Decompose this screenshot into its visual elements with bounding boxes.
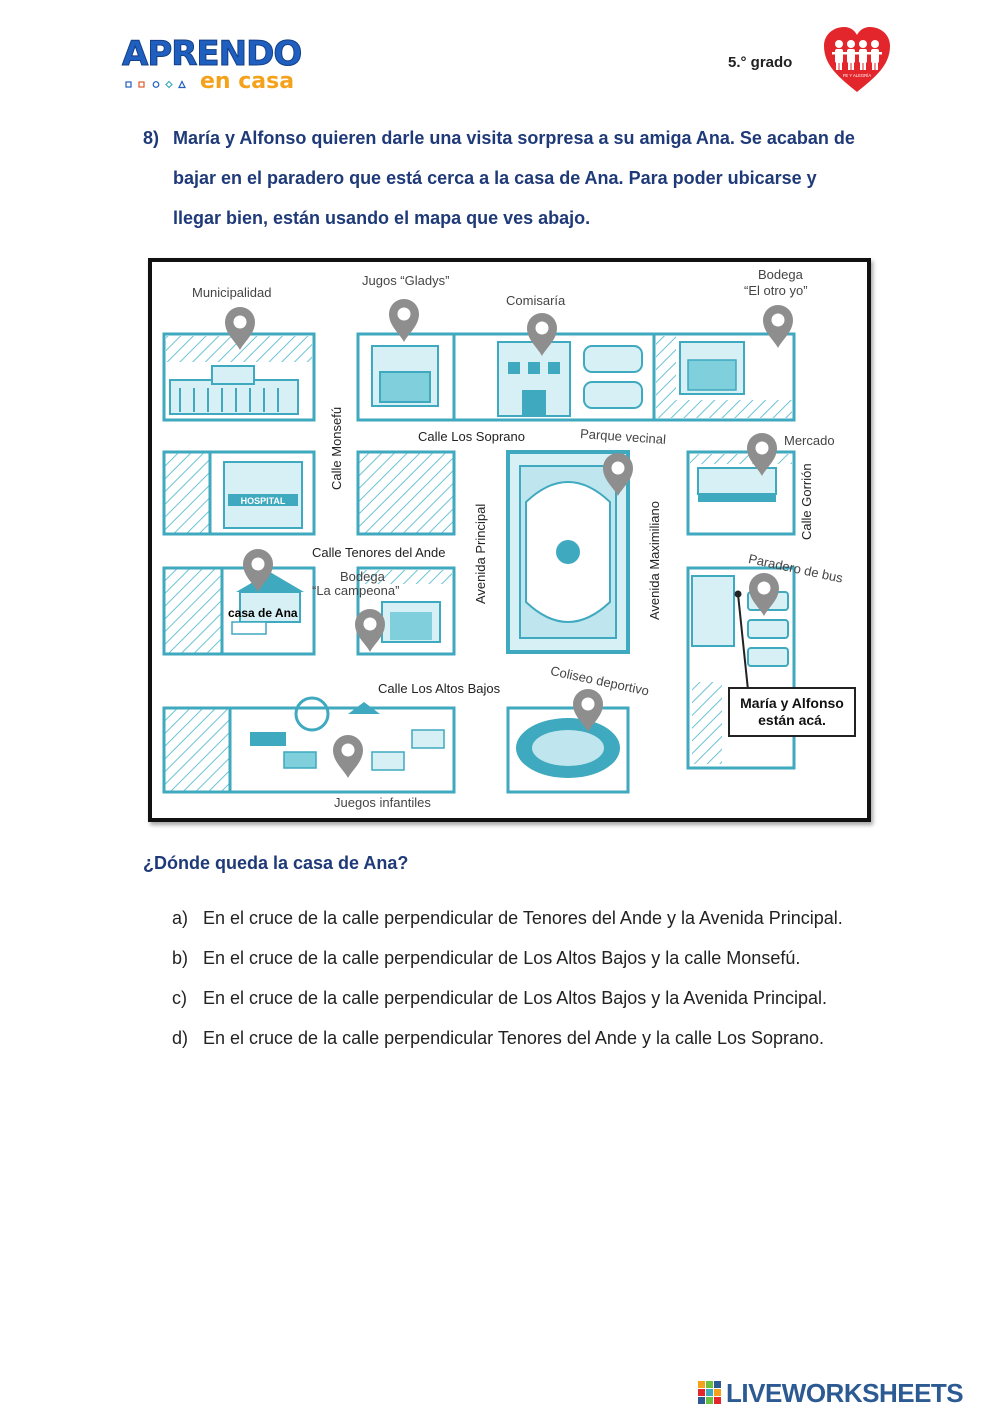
label-juegos: Juegos infantiles [334, 795, 431, 810]
block-mercado [686, 450, 796, 536]
option-b[interactable]: b) En el cruce de la calle perpendicular… [172, 938, 872, 978]
fe-y-alegria-heart-logo: FE Y ALEGRÍA [824, 27, 890, 92]
label-comisaria: Comisaría [506, 293, 566, 308]
option-text: En el cruce de la calle perpendicular de… [203, 948, 801, 968]
maria-alfonso-callout: María y Alfonso están acá. [728, 687, 856, 737]
liveworksheets-grid-icon [698, 1381, 721, 1404]
liveworksheets-text: LIVEWORKSHEETS [726, 1378, 964, 1408]
block-casa-ana [162, 566, 316, 656]
label-bodega-campeona-2: “La campeona” [312, 583, 400, 598]
block-paradero [686, 566, 796, 770]
street-altos: Calle Los Altos Bajos [378, 681, 501, 696]
liveworksheets-logo: LIVEWORKSHEETS [698, 1378, 998, 1408]
logo-shapes-icon [125, 80, 186, 89]
block-empty-1 [356, 450, 456, 536]
option-letter: d) [172, 1028, 189, 1048]
block-parque [506, 450, 630, 654]
label-mercado: Mercado [784, 433, 835, 448]
option-a[interactable]: a) En el cruce de la calle perpendicular… [172, 898, 872, 938]
option-text: En el cruce de la calle perpendicular de… [203, 908, 843, 928]
label-jugos: Jugos “Gladys” [362, 273, 450, 288]
label-bodega-campeona-1: Bodega [340, 569, 385, 584]
label-casa-ana: casa de Ana [228, 606, 298, 620]
option-letter: b) [172, 948, 189, 968]
question-number: 8) [143, 128, 160, 148]
callout-line-2: están acá. [758, 712, 826, 728]
street-soprano: Calle Los Soprano [418, 429, 525, 444]
label-bodega-otro-2: “El otro yo” [744, 283, 808, 298]
map-graphic: HOSPITAL [162, 299, 796, 794]
label-municipalidad: Municipalidad [192, 285, 272, 300]
question-text: María y Alfonso quieren darle una visita… [173, 128, 855, 228]
option-letter: c) [172, 988, 187, 1008]
option-text: En el cruce de la calle perpendicular Te… [203, 1028, 825, 1048]
label-bodega-otro-1: Bodega [758, 267, 803, 282]
logo-sub-text: en casa [200, 69, 295, 94]
answer-options: a) En el cruce de la calle perpendicular… [172, 898, 872, 1058]
neighborhood-map: HOSPITAL [148, 258, 871, 822]
option-text: En el cruce de la calle perpendicular de… [203, 988, 828, 1008]
street-maximiliano: Avenida Maximiliano [647, 501, 662, 620]
heart-logo-text: FE Y ALEGRÍA [843, 73, 871, 78]
callout-pointer [737, 593, 749, 691]
block-jugos-comisaria [356, 332, 796, 422]
block-coliseo [506, 706, 630, 794]
block-municipalidad [162, 332, 316, 422]
street-gorrion: Calle Gorrión [799, 463, 814, 540]
block-juegos [162, 696, 456, 794]
street-tenores: Calle Tenores del Ande [312, 545, 446, 560]
street-monsefu: Calle Monsefú [329, 406, 344, 490]
block-hospital: HOSPITAL [162, 450, 316, 536]
option-letter: a) [172, 908, 189, 928]
grade-label: 5.° grado [728, 54, 793, 71]
callout-line-1: María y Alfonso [740, 695, 844, 711]
aprendo-en-casa-logo: APRENDO en casa [121, 34, 322, 98]
question-prompt: ¿Dónde queda la casa de Ana? [143, 853, 409, 873]
option-d[interactable]: d) En el cruce de la calle perpendicular… [172, 1018, 872, 1058]
street-principal: Avenida Principal [473, 503, 488, 604]
svg-text:HOSPITAL: HOSPITAL [241, 496, 286, 506]
logo-main-text: APRENDO [121, 34, 302, 74]
option-c[interactable]: c) En el cruce de la calle perpendicular… [172, 978, 872, 1018]
